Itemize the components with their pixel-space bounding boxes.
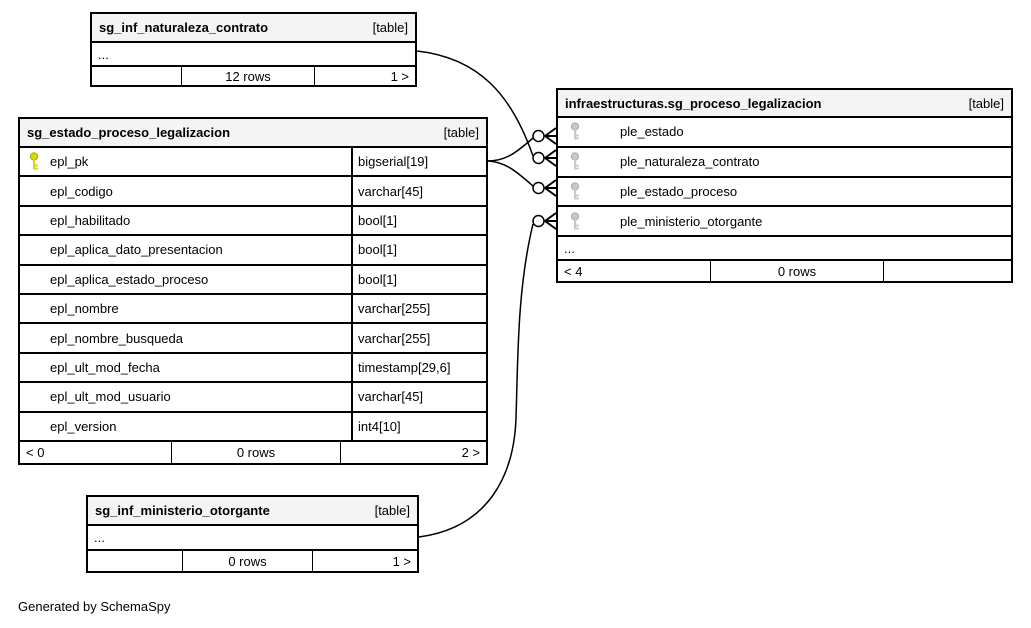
footer-children — [883, 261, 1011, 281]
table-header[interactable]: sg_inf_ministerio_otorgante [table] — [88, 497, 417, 524]
column-name: epl_ult_mod_usuario — [50, 389, 171, 405]
table-header[interactable]: infraestructuras.sg_proceso_legalizacion… — [558, 90, 1011, 116]
foreign-key-icon — [565, 122, 620, 141]
footer-rowcount: 0 rows — [710, 261, 883, 281]
table-footer: 12 rows 1 > — [92, 65, 415, 85]
collapsed-columns-row: ... — [92, 41, 415, 65]
footer-parents — [88, 551, 182, 571]
footer-children: 2 > — [340, 441, 486, 463]
column-name: epl_version — [50, 418, 117, 434]
footer-rowcount: 0 rows — [182, 551, 312, 571]
column-type: int4[10] — [351, 412, 486, 440]
table-badge: [table] — [968, 95, 1004, 111]
column-row-epl-pk[interactable]: epl_pk bigserial[19] — [20, 146, 486, 176]
column-name: epl_aplica_estado_proceso — [50, 271, 209, 287]
footer-parents — [92, 67, 181, 85]
column-type: varchar[45] — [351, 383, 486, 411]
column-row-ple-ministerio-otorgante[interactable]: ple_ministerio_otorgante — [558, 205, 1011, 235]
column-type: varchar[45] — [351, 177, 486, 205]
footer-children: 1 > — [312, 551, 417, 571]
edge-naturaleza-to-ple-naturaleza-contrato — [416, 50, 534, 157]
column-name: ple_estado_proceso — [620, 183, 738, 199]
edge-eplpk-to-ple-estado-proceso — [487, 160, 534, 187]
column-name: ple_estado — [620, 124, 684, 140]
column-type: timestamp[29,6] — [351, 353, 486, 382]
column-row-epl-codigo[interactable]: epl_codigo varchar[45] — [20, 175, 486, 205]
column-name: epl_ult_mod_fecha — [50, 359, 160, 375]
foreign-key-icon — [565, 212, 620, 231]
table-header[interactable]: sg_inf_naturaleza_contrato [table] — [92, 14, 415, 41]
column-name: epl_nombre — [50, 301, 119, 317]
column-row-epl-habilitado[interactable]: epl_habilitado bool[1] — [20, 204, 486, 235]
collapsed-columns-row: ... — [558, 235, 1011, 259]
table-title: sg_inf_ministerio_otorgante — [95, 503, 270, 518]
table-header[interactable]: sg_estado_proceso_legalizacion [table] — [20, 119, 486, 146]
column-name: ple_ministerio_otorgante — [620, 213, 763, 229]
column-name: epl_pk — [50, 154, 89, 170]
column-row-epl-version[interactable]: epl_version int4[10] — [20, 410, 486, 440]
column-row-epl-nombre-busqueda[interactable]: epl_nombre_busqueda varchar[255] — [20, 322, 486, 352]
footer-parents: < 4 — [564, 263, 583, 279]
footer-parents: < 0 — [26, 444, 45, 460]
column-name: epl_codigo — [50, 183, 113, 199]
column-type: varchar[255] — [351, 294, 486, 323]
table-sg-inf-ministerio-otorgante[interactable]: sg_inf_ministerio_otorgante [table] ... … — [86, 495, 419, 573]
table-badge: [table] — [372, 20, 408, 35]
primary-key-icon — [29, 152, 50, 171]
column-row-epl-nombre[interactable]: epl_nombre varchar[255] — [20, 292, 486, 323]
column-name: epl_nombre_busqueda — [50, 330, 183, 346]
column-name: epl_aplica_dato_presentacion — [50, 242, 223, 258]
table-title: infraestructuras.sg_proceso_legalizacion — [565, 95, 822, 111]
table-footer: < 4 0 rows — [558, 259, 1011, 281]
foreign-key-icon — [565, 182, 620, 201]
column-row-epl-aplica-dato-presentacion[interactable]: epl_aplica_dato_presentacion bool[1] — [20, 234, 486, 264]
crow-foot-connector — [532, 127, 557, 230]
footer-rowcount: 0 rows — [171, 441, 340, 463]
collapsed-columns-row: ... — [88, 524, 417, 549]
table-sg-estado-proceso-legalizacion[interactable]: sg_estado_proceso_legalizacion [table] e… — [18, 117, 488, 465]
column-type: bool[1] — [351, 236, 486, 264]
column-name: ple_naturaleza_contrato — [620, 154, 760, 170]
column-row-ple-estado[interactable]: ple_estado — [558, 116, 1011, 146]
table-title: sg_estado_proceso_legalizacion — [27, 125, 231, 140]
column-type: varchar[255] — [351, 324, 486, 352]
table-badge: [table] — [374, 503, 410, 518]
table-sg-inf-naturaleza-contrato[interactable]: sg_inf_naturaleza_contrato [table] ... 1… — [90, 12, 417, 87]
table-footer: 0 rows 1 > — [88, 549, 417, 571]
column-type: bigserial[19] — [351, 148, 486, 176]
column-row-epl-aplica-estado-proceso[interactable]: epl_aplica_estado_proceso bool[1] — [20, 263, 486, 293]
column-type: bool[1] — [351, 206, 486, 235]
generator-note: Generated by SchemaSpy — [18, 599, 171, 614]
footer-children: 1 > — [314, 67, 415, 85]
column-type: bool[1] — [351, 265, 486, 293]
footer-rowcount: 12 rows — [181, 67, 314, 85]
foreign-key-icon — [565, 152, 620, 171]
edge-eplpk-to-ple-estado — [487, 137, 534, 162]
table-title: sg_inf_naturaleza_contrato — [99, 20, 269, 35]
edge-ministerio-to-ple-ministerio-otorgante — [418, 223, 534, 538]
table-footer: < 0 0 rows 2 > — [20, 439, 486, 463]
column-row-ple-naturaleza-contrato[interactable]: ple_naturaleza_contrato — [558, 145, 1011, 176]
table-badge: [table] — [443, 125, 479, 140]
column-row-ple-estado-proceso[interactable]: ple_estado_proceso — [558, 175, 1011, 206]
column-row-epl-ult-mod-usuario[interactable]: epl_ult_mod_usuario varchar[45] — [20, 381, 486, 411]
table-infraestructuras-sg-proceso-legalizacion[interactable]: infraestructuras.sg_proceso_legalizacion… — [556, 88, 1013, 283]
column-row-epl-ult-mod-fecha[interactable]: epl_ult_mod_fecha timestamp[29,6] — [20, 351, 486, 382]
column-name: epl_habilitado — [50, 212, 131, 228]
